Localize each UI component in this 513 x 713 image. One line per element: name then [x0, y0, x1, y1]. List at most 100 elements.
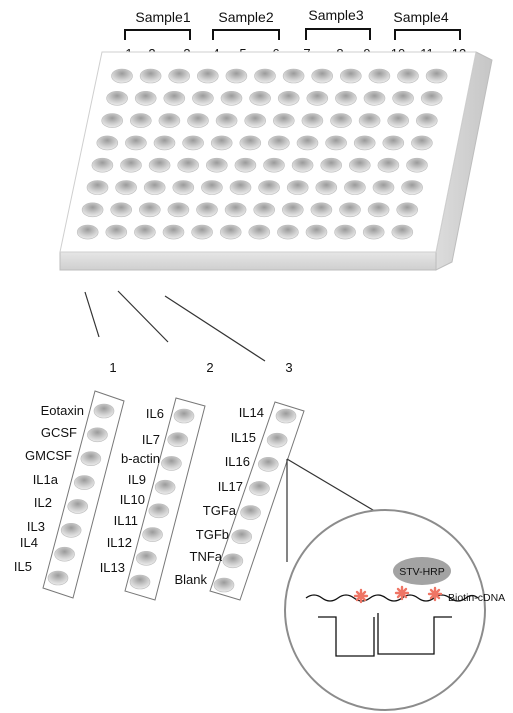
well-r3-c3 — [159, 114, 180, 128]
well-r2-c11 — [393, 91, 414, 105]
strip-1-well-6-body — [61, 523, 81, 537]
well-r3-c9 — [331, 114, 352, 128]
well-r3-c8-body — [302, 114, 323, 128]
strip-1-well-5-body — [68, 499, 88, 513]
strip-1-label-8: IL5 — [14, 559, 32, 574]
strip-3-well-7 — [223, 554, 243, 568]
strip-2-label-5: IL10 — [120, 492, 145, 507]
microplate — [60, 52, 492, 270]
well-r3-c7 — [273, 114, 294, 128]
well-r4-c6-body — [240, 136, 261, 150]
well-r3-c5-body — [216, 114, 237, 128]
well-r3-c5 — [216, 114, 237, 128]
well-r4-c3-body — [154, 136, 175, 150]
well-r5-c10-body — [349, 158, 370, 172]
well-r2-c1-body — [107, 91, 128, 105]
well-r4-c8 — [297, 136, 318, 150]
well-r3-c8 — [302, 114, 323, 128]
strip-number-1: 1 — [109, 360, 116, 375]
connector-line-1 — [85, 292, 99, 337]
well-r7-c6-body — [225, 203, 246, 217]
well-r8-c8 — [277, 225, 298, 239]
strip-2-well-7-body — [136, 551, 156, 565]
well-r6-c9-body — [316, 181, 337, 195]
well-r5-c9-body — [321, 158, 342, 172]
biotin-marker-3 — [429, 588, 441, 600]
well-r6-c6 — [230, 181, 251, 195]
strip-3-label-3: IL16 — [225, 454, 250, 469]
well-r6-c10-body — [344, 181, 365, 195]
well-r2-c3-body — [164, 91, 185, 105]
well-r1-c8-body — [312, 69, 333, 83]
well-r4-c5-body — [211, 136, 232, 150]
well-r4-c9-body — [326, 136, 347, 150]
strip-3-label-6: TGFb — [196, 527, 229, 542]
well-r5-c8-body — [292, 158, 313, 172]
well-r8-c5-body — [192, 225, 213, 239]
well-r2-c11-body — [393, 91, 414, 105]
strip-3-well-3-body — [258, 457, 278, 471]
well-r2-c6-body — [250, 91, 271, 105]
connector-line-2 — [118, 291, 168, 342]
zoom-line-upper — [287, 459, 378, 513]
well-r4-c6 — [240, 136, 261, 150]
sample-label-3: Sample3 — [308, 7, 363, 23]
well-r7-c10-body — [340, 203, 361, 217]
well-r2-c7 — [278, 91, 299, 105]
well-r7-c3 — [139, 203, 160, 217]
strip-3-well-1-body — [276, 409, 296, 423]
connector-line-3 — [165, 296, 265, 361]
well-r6-c11 — [373, 181, 394, 195]
well-r4-c4-body — [183, 136, 204, 150]
well-r1-c8 — [312, 69, 333, 83]
strip-1-label-7: IL4 — [20, 535, 38, 550]
well-r7-c1 — [82, 203, 103, 217]
well-r3-c11-body — [388, 114, 409, 128]
well-r5-c11 — [378, 158, 399, 172]
strip-2-well-2 — [168, 433, 188, 447]
sample-bracket-3 — [306, 29, 370, 40]
well-r3-c2-body — [130, 114, 151, 128]
well-r2-c4 — [192, 91, 213, 105]
well-r2-c12-body — [421, 91, 442, 105]
well-r4-c7 — [268, 136, 289, 150]
well-r2-c10 — [364, 91, 385, 105]
well-r4-c3 — [154, 136, 175, 150]
strip-3-label-7: TNFa — [190, 549, 223, 564]
well-r7-c5 — [197, 203, 218, 217]
well-r5-c6-body — [235, 158, 256, 172]
strip-1-label-3: GMCSF — [25, 448, 72, 463]
strip-3-label-1: IL14 — [239, 405, 264, 420]
well-r4-c4 — [183, 136, 204, 150]
strip-3-label-8: Blank — [174, 572, 207, 587]
strip-1-well-2 — [87, 428, 107, 442]
well-r8-c11-body — [363, 225, 384, 239]
well-r1-c3-body — [169, 69, 190, 83]
well-r3-c1-body — [102, 114, 123, 128]
strip-2-label-7: IL12 — [107, 535, 132, 550]
strip-3-well-6 — [232, 530, 252, 544]
well-r4-c2-body — [125, 136, 146, 150]
sample-label-2: Sample2 — [218, 9, 273, 25]
well-r3-c6 — [245, 114, 266, 128]
well-r6-c2 — [116, 181, 137, 195]
well-r1-c9-body — [340, 69, 361, 83]
well-r6-c8 — [287, 181, 308, 195]
well-r2-c9-body — [335, 91, 356, 105]
strip-1-well-1 — [94, 404, 114, 418]
strip-3-well-5 — [241, 506, 261, 520]
well-r7-c2 — [111, 203, 132, 217]
strip-2-label-6: IL11 — [114, 513, 138, 528]
well-r3-c12-body — [416, 114, 437, 128]
strip-1-well-2-body — [87, 428, 107, 442]
strip-2-label-4: IL9 — [128, 472, 146, 487]
well-r6-c3 — [144, 181, 165, 195]
connector-lines — [85, 291, 265, 361]
well-r6-c7 — [259, 181, 280, 195]
well-r1-c2-body — [140, 69, 161, 83]
well-r8-c10 — [335, 225, 356, 239]
strip-3-well-8-body — [214, 578, 234, 592]
well-r3-c10 — [359, 114, 380, 128]
well-r5-c3 — [149, 158, 170, 172]
